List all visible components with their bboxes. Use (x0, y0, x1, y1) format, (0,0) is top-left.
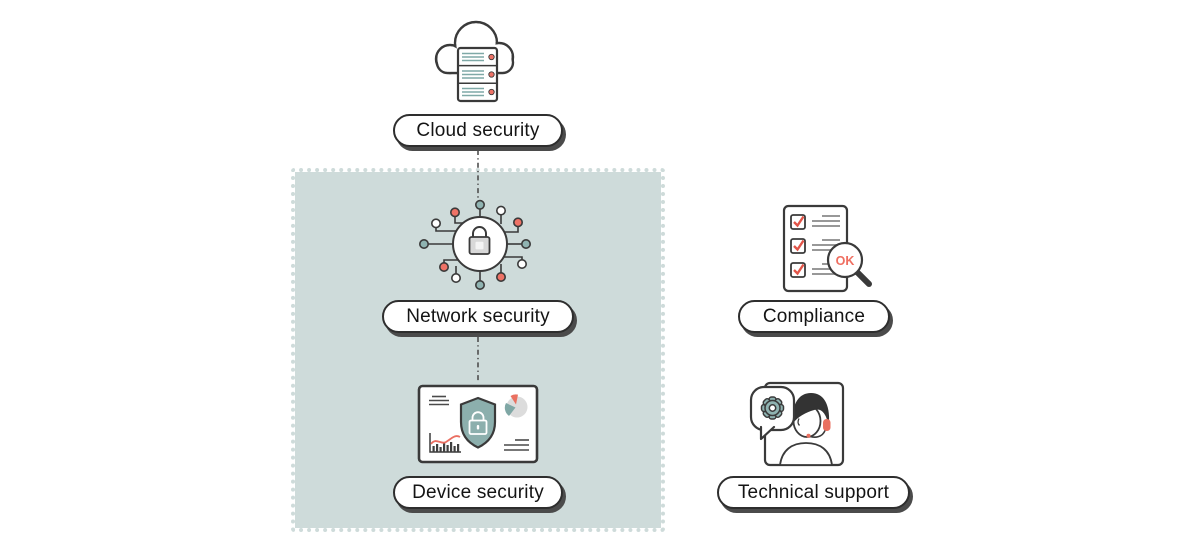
device-shield-icon (417, 384, 539, 464)
gear-icon (760, 396, 785, 420)
connector-network-device (477, 337, 479, 381)
technical-support-label: Technical support (737, 481, 890, 503)
support-agent-icon (749, 381, 845, 467)
network-lock-icon (419, 199, 532, 291)
device-security-label: Device security (412, 481, 544, 503)
cloud-security-label: Cloud security (416, 119, 540, 141)
compliance-label: Compliance (762, 305, 866, 327)
cloud-security-button[interactable]: Cloud security (393, 114, 563, 147)
network-security-button[interactable]: Network security (382, 300, 574, 333)
connector-cloud-network (477, 150, 479, 202)
compliance-button[interactable]: Compliance (738, 300, 890, 333)
network-security-label: Network security (406, 305, 550, 327)
magnifier-ok-text: OK (836, 254, 855, 268)
device-security-button[interactable]: Device security (393, 476, 563, 509)
checklist-magnifier-icon: OK (782, 204, 872, 293)
technical-support-button[interactable]: Technical support (717, 476, 910, 509)
cloud-server-icon (434, 20, 515, 103)
